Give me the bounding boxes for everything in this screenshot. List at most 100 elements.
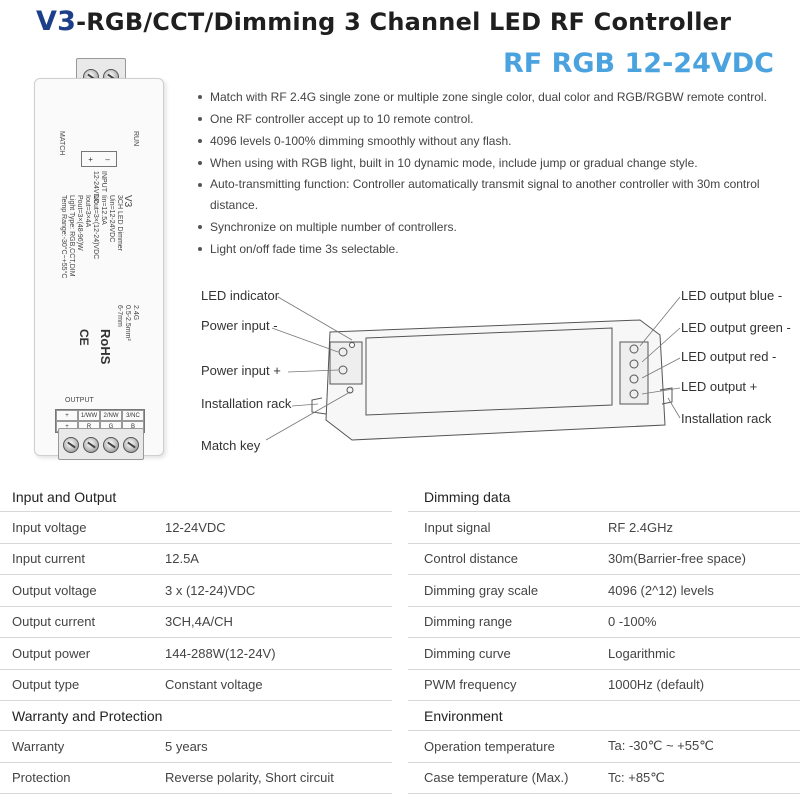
spec-value: 12.5A xyxy=(165,551,199,567)
table-row: Dimming gray scale 4096 (2^12) levels xyxy=(408,575,800,607)
screw-icon xyxy=(63,437,79,453)
match-label: MATCH xyxy=(58,131,65,156)
label-led-output-blue: LED output blue - xyxy=(681,288,783,303)
spec-value: 1000Hz (default) xyxy=(608,677,705,693)
spec-value: RF 2.4GHz xyxy=(608,519,674,535)
output-cell: 2/NW xyxy=(100,410,122,421)
label-installation-rack-right: Installation rack xyxy=(681,411,772,426)
feature-item: 4096 levels 0-100% dimming smoothly with… xyxy=(198,130,798,152)
spec-value: 30m(Barrier-free space) xyxy=(608,551,746,567)
table-row: Output voltage 3 x (12-24)VDC xyxy=(0,575,392,607)
product-photo: + – RUN MATCH INPUT 12-24VDC V3 3CH LED … xyxy=(34,58,164,460)
spec-value: 4096 (2^12) levels xyxy=(608,582,714,598)
model-label: V3 xyxy=(122,195,133,208)
input-minus: – xyxy=(105,154,110,164)
spec-line-4: Iout=3×4A xyxy=(84,195,91,228)
run-label: RUN xyxy=(132,131,139,147)
spec-value: 0 -100% xyxy=(608,614,657,630)
spec-key: Output current xyxy=(12,614,96,630)
output-cell: + xyxy=(56,410,78,421)
screw-icon xyxy=(83,437,99,453)
table-row: Case temperature (Max.) Tc: +85℃ xyxy=(408,763,800,794)
label-led-output-green: LED output green - xyxy=(681,320,791,335)
spec-key: Case temperature (Max.) xyxy=(424,770,569,786)
spec-value: 12-24VDC xyxy=(165,519,226,535)
device-name: 3CH LED Dimmer xyxy=(116,195,123,252)
section-heading: Environment xyxy=(408,701,800,731)
table-row: Protection Reverse polarity, Short circui… xyxy=(0,763,392,794)
output-cell: 1/WW xyxy=(78,410,100,421)
spec-line-6: Light Type: RGB,CCT,DIM xyxy=(68,195,75,277)
page-title: V3-RGB/CCT/Dimming 3 Channel LED RF Cont… xyxy=(36,6,731,37)
spec-key: Output voltage xyxy=(12,582,97,598)
label-power-input-plus: Power input + xyxy=(201,363,281,378)
spec-key: Input voltage xyxy=(12,519,87,535)
table-row: Dimming range 0 -100% xyxy=(408,607,800,638)
feature-item: Auto-transmitting function: Controller a… xyxy=(198,174,778,216)
spec-value: 3CH,4A/CH xyxy=(165,614,233,630)
table-row: Operation temperature Ta: -30℃ ~ +55℃ xyxy=(408,731,800,763)
table-row: Dimming curve Logarithmic xyxy=(408,638,800,670)
spec-line-7: Temp Range:-30°C~+55°C xyxy=(60,195,67,279)
input-title: INPUT xyxy=(100,171,107,192)
section-heading: Dimming data xyxy=(408,482,800,512)
table-row: Input current 12.5A xyxy=(0,544,392,575)
label-power-input-minus: Power input - xyxy=(201,318,278,333)
output-table: + 1/WW 2/NW 3/NC + R G B xyxy=(55,409,145,433)
output-terminal-block xyxy=(58,428,144,460)
screw-icon xyxy=(123,437,139,453)
spec-key: Dimming gray scale xyxy=(424,582,539,598)
spec-table-right: Dimming data Input signal RF 2.4GHz Contr… xyxy=(408,482,800,794)
output-title: OUTPUT xyxy=(65,397,94,404)
spec-key: Input current xyxy=(12,551,85,567)
section-heading: Warranty and Protection xyxy=(0,701,392,731)
spec-line-5: Pout=3×(48-96)W xyxy=(76,195,83,251)
label-led-output-plus: LED output + xyxy=(681,379,758,394)
spec-value: 3 x (12-24)VDC xyxy=(165,582,256,598)
spec-key: Warranty xyxy=(12,738,65,754)
spec-line-2: Iin=12.5A xyxy=(100,195,107,225)
table-row: Output power 144-288W(12-24V) xyxy=(0,638,392,670)
spec-key: Dimming range xyxy=(424,614,513,630)
spec-value: Tc: +85℃ xyxy=(608,769,665,785)
wiring-diagram: LED indicator Power input - Power input … xyxy=(0,280,800,475)
spec-value: Logarithmic xyxy=(608,645,676,661)
screw-icon xyxy=(103,437,119,453)
page-subtitle: RF RGB 12-24VDC xyxy=(502,48,774,79)
feature-item: One RF controller accept up to 10 remote… xyxy=(198,108,798,130)
model-prefix: V3 xyxy=(36,6,77,37)
spec-value: Ta: -30℃ ~ +55℃ xyxy=(608,738,714,754)
spec-value: Reverse polarity, Short circuit xyxy=(165,770,334,786)
spec-key: Output power xyxy=(12,645,91,661)
spec-key: Operation temperature xyxy=(424,738,555,754)
spec-value: 5 years xyxy=(165,738,208,754)
spec-key: Dimming curve xyxy=(424,645,511,661)
spec-value: Constant voltage xyxy=(165,677,263,693)
input-polarity-box: + – xyxy=(81,151,117,167)
spec-value: 144-288W(12-24V) xyxy=(165,645,276,661)
spec-line-1: Uin=12-24VDC xyxy=(108,195,115,243)
spec-key: Control distance xyxy=(424,551,518,567)
input-plus: + xyxy=(88,154,93,164)
label-led-output-red: LED output red - xyxy=(681,349,777,364)
table-row: Warranty 5 years xyxy=(0,731,392,763)
feature-list: Match with RF 2.4G single zone or multip… xyxy=(198,86,798,260)
spec-key: Input signal xyxy=(424,519,491,535)
label-match-key: Match key xyxy=(201,438,261,453)
table-row: Output current 3CH,4A/CH xyxy=(0,607,392,638)
spec-key: Output type xyxy=(12,677,80,693)
title-bar: V3-RGB/CCT/Dimming 3 Channel LED RF Cont… xyxy=(0,0,800,44)
table-row: Output type Constant voltage xyxy=(0,670,392,701)
feature-item: Synchronize on multiple number of contro… xyxy=(198,216,798,238)
spec-line-3: Uout=3×(12-24)VDC xyxy=(92,195,99,260)
feature-item: When using with RGB light, built in 10 d… xyxy=(198,152,798,174)
spec-key: Protection xyxy=(12,770,71,786)
title-text: -RGB/CCT/Dimming 3 Channel LED RF Contro… xyxy=(76,8,732,36)
label-led-indicator: LED indicator xyxy=(201,288,280,303)
table-row: Input signal RF 2.4GHz xyxy=(408,512,800,544)
controller-housing: + – RUN MATCH INPUT 12-24VDC V3 3CH LED … xyxy=(34,78,164,456)
output-cell: 3/NC xyxy=(122,410,144,421)
controller-line-drawing xyxy=(265,296,681,441)
table-row: Control distance 30m(Barrier-free space) xyxy=(408,544,800,575)
